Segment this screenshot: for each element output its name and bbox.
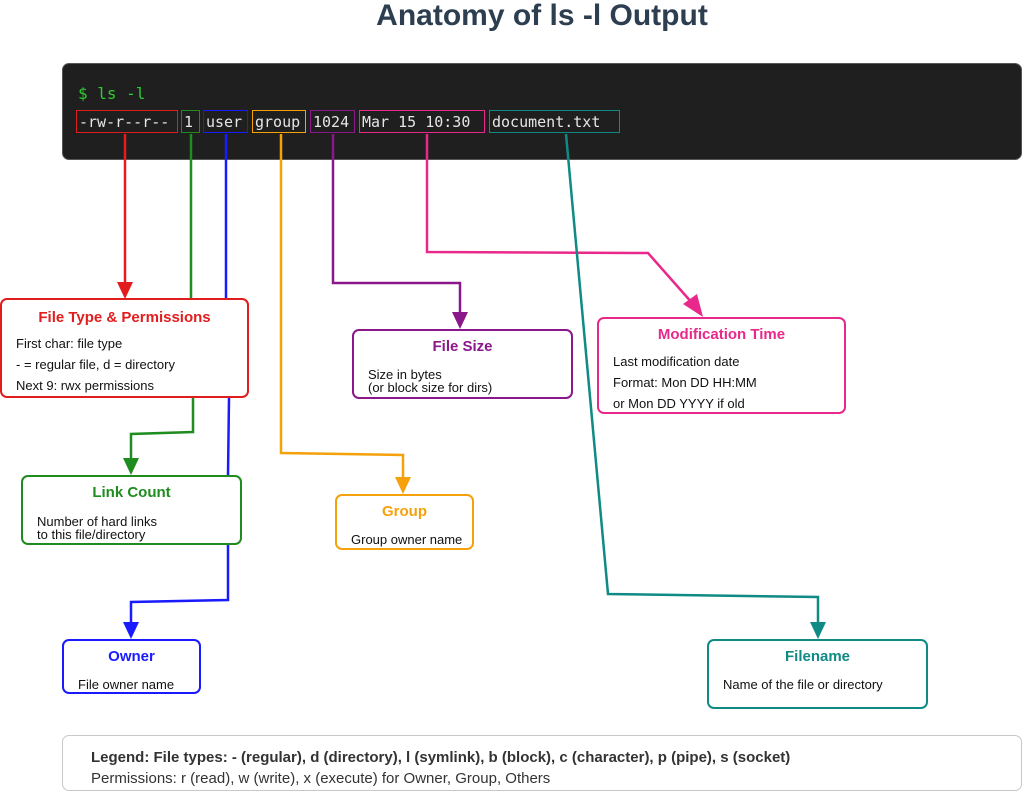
terminal-window (62, 63, 1022, 160)
arrowhead-permissions (117, 282, 133, 299)
box-link-count-line-1: Number of hard links (37, 514, 157, 529)
terminal-prompt: $ ls -l (78, 84, 146, 103)
box-size: File Size Size in bytes (or block size f… (352, 329, 573, 399)
legend-line-2: Permissions: r (read), w (write), x (exe… (91, 770, 551, 787)
token-group: group (252, 110, 306, 133)
box-size-title: File Size (432, 338, 493, 355)
connector-mtime (425, 134, 694, 305)
arrowhead-link-count (123, 458, 139, 475)
box-link-count-line-2: to this file/directory (37, 527, 146, 542)
connector-owner-lower (226, 397, 231, 476)
arrowhead-owner (123, 622, 139, 639)
box-group-title: Group (382, 503, 427, 520)
box-permissions-line-1: First char: file type (16, 336, 123, 351)
token-permissions: -rw-r--r-- (76, 110, 178, 133)
box-owner-line-1: File owner name (78, 677, 175, 692)
connector-size (331, 134, 462, 314)
legend-panel: Legend: File types: - (regular), d (dire… (62, 735, 1022, 791)
box-size-line-2: (or block size for dirs) (368, 380, 493, 395)
box-permissions-line-3: Next 9: rwx permissions (16, 378, 154, 393)
connector-group (279, 134, 405, 480)
box-owner: Owner File owner name (62, 639, 201, 694)
connector-link-count-lower (129, 398, 195, 461)
box-mtime-line-1: Last modification date (613, 354, 740, 369)
box-group: Group Group owner name (335, 494, 474, 550)
box-link-count: Link Count Number of hard links to this … (21, 475, 242, 545)
box-owner-title: Owner (108, 648, 155, 665)
token-size: 1024 (310, 110, 355, 133)
token-link-count: 1 (181, 110, 200, 133)
box-mtime-title: Modification Time (657, 326, 786, 343)
box-link-count-title: Link Count (92, 484, 171, 501)
arrowhead-group (395, 477, 411, 494)
box-permissions-title: File Type & Permissions (38, 309, 211, 326)
box-mtime-line-3: or Mon DD YYYY if old (613, 396, 745, 411)
diagram-title: Anatomy of ls -l Output (376, 0, 708, 32)
legend-line-1: Legend: File types: - (regular), d (dire… (91, 749, 791, 766)
arrowhead-filename (810, 622, 826, 639)
token-filename: document.txt (489, 110, 620, 133)
connector-owner-bottom (129, 545, 230, 624)
box-permissions-line-2: - = regular file, d = directory (16, 357, 175, 372)
box-filename-title: Filename (784, 648, 851, 665)
box-mtime-line-2: Format: Mon DD HH:MM (613, 375, 757, 390)
box-filename: Filename Name of the file or directory (707, 639, 928, 709)
box-permissions: File Type & Permissions First char: file… (0, 298, 249, 398)
token-owner: user (203, 110, 248, 133)
arrowhead-mtime (683, 294, 703, 317)
box-mtime: Modification Time Last modification date… (597, 317, 846, 414)
box-group-line-1: Group owner name (351, 532, 463, 547)
token-mtime: Mar 15 10:30 (359, 110, 485, 133)
box-size-line-1: Size in bytes (368, 367, 442, 382)
connector-filename (564, 133, 820, 624)
arrowhead-size (452, 312, 468, 329)
box-filename-line-1: Name of the file or directory (723, 677, 883, 692)
